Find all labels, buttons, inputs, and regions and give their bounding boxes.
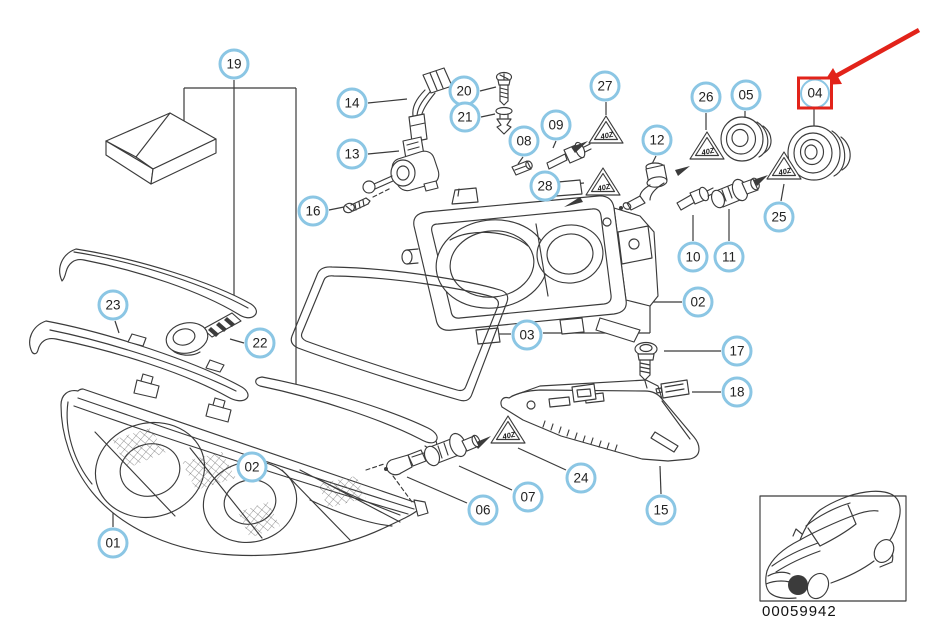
callout-23[interactable]: 23 xyxy=(97,289,129,321)
callout-21[interactable]: 21 xyxy=(449,101,481,133)
callout-08[interactable]: 08 xyxy=(508,125,540,157)
grommet-drawing xyxy=(165,312,242,356)
svg-text:40Z: 40Z xyxy=(501,430,517,442)
svg-text:40Z: 40Z xyxy=(700,146,716,158)
svg-text:40Z: 40Z xyxy=(596,182,612,194)
callout-02[interactable]: 02 xyxy=(236,451,268,483)
callout-18[interactable]: 18 xyxy=(721,376,753,408)
callout-20[interactable]: 20 xyxy=(448,75,480,107)
bulb-12-drawing xyxy=(619,162,690,211)
svg-text:40Z: 40Z xyxy=(599,130,615,142)
callout-16[interactable]: 16 xyxy=(297,195,329,227)
callout-17[interactable]: 17 xyxy=(721,335,753,367)
inset-image-code: 00059942 xyxy=(762,603,837,620)
callout-03[interactable]: 03 xyxy=(511,319,543,351)
callout-13[interactable]: 13 xyxy=(336,138,368,170)
callout-04-highlighted[interactable]: 04 xyxy=(797,76,833,110)
callout-25[interactable]: 25 xyxy=(763,201,795,233)
trim-strip-upper-drawing xyxy=(59,248,257,319)
cap-04-drawing xyxy=(787,125,851,181)
mounting-bracket-drawing xyxy=(500,379,700,462)
callout-01[interactable]: 01 xyxy=(97,527,129,559)
assembly-arrow-icon xyxy=(564,197,583,207)
highlight-arrow xyxy=(822,28,921,85)
halogen-warning-triangle-icon: 40Z xyxy=(585,167,621,196)
halogen-warning-triangle-icon: 40Z xyxy=(689,131,725,160)
socket-07-drawing xyxy=(423,432,481,467)
clip-21-drawing xyxy=(495,106,513,135)
halogen-warning-triangle-icon: 40Z xyxy=(766,151,802,180)
callout-11[interactable]: 11 xyxy=(713,241,745,273)
callout-06[interactable]: 06 xyxy=(467,494,499,526)
callout-15[interactable]: 15 xyxy=(645,494,677,526)
callout-26[interactable]: 26 xyxy=(690,81,722,113)
halogen-warning-triangle-icon: 40Z xyxy=(490,415,526,444)
car-locator-inset xyxy=(759,490,907,602)
callout-27[interactable]: 27 xyxy=(589,70,621,102)
halogen-warning-triangle-icon: 40Z xyxy=(588,115,624,144)
callout-22[interactable]: 22 xyxy=(244,327,276,359)
wiring-harness-drawing xyxy=(408,67,453,143)
callout-05[interactable]: 05 xyxy=(730,79,762,111)
bulb-08-drawing xyxy=(511,160,533,176)
callout-10[interactable]: 10 xyxy=(677,241,709,273)
callout-14[interactable]: 14 xyxy=(336,87,368,119)
seal-strip-drawing xyxy=(255,376,438,451)
callout-07[interactable]: 07 xyxy=(512,481,544,513)
callout-24[interactable]: 24 xyxy=(565,462,597,494)
callout-12[interactable]: 12 xyxy=(641,124,673,156)
callout-ring xyxy=(800,79,830,107)
callout-02[interactable]: 02 xyxy=(682,286,714,318)
screw-20-drawing xyxy=(495,71,513,106)
bulb-09-drawing xyxy=(546,141,592,170)
socket-11-drawing xyxy=(711,175,768,209)
adjuster-motor-drawing xyxy=(362,136,440,198)
housing-frame-drawing xyxy=(401,179,659,345)
screw-17-drawing xyxy=(634,341,658,389)
callout-09[interactable]: 09 xyxy=(540,109,572,141)
bulb-06-drawing xyxy=(365,449,427,503)
gasket-seal-drawing xyxy=(290,266,509,402)
repair-kit-box-drawing xyxy=(105,112,217,185)
screw-16-drawing xyxy=(343,197,371,214)
callout-19[interactable]: 19 xyxy=(218,48,250,80)
bulb-10-drawing xyxy=(676,186,715,211)
trim-strip-lower-drawing xyxy=(29,320,249,402)
callout-28[interactable]: 28 xyxy=(529,170,561,202)
cap-05-drawing xyxy=(720,116,772,162)
svg-text:40Z: 40Z xyxy=(777,166,793,178)
